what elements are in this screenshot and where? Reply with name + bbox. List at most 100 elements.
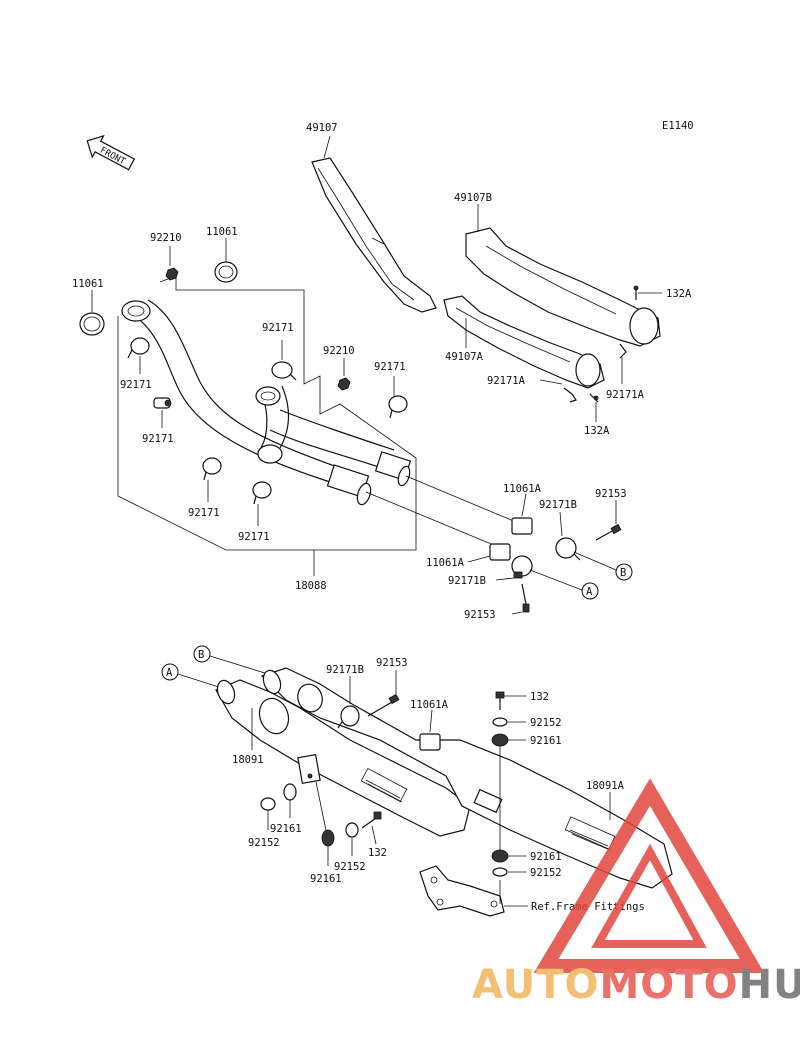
clamp-92171-b xyxy=(153,397,172,409)
svg-text:A: A xyxy=(586,586,593,598)
label-92161-mid: 92161 xyxy=(310,873,342,885)
diagram-code: E1140 xyxy=(662,120,694,132)
clamp-92171B-muffler xyxy=(337,705,360,729)
label-11061A-left: 11061A xyxy=(426,557,465,569)
clamp-92171-f xyxy=(388,395,408,419)
svg-text:A: A xyxy=(166,667,173,679)
label-92171B-top: 92171B xyxy=(539,499,577,511)
callout-B-bottom: B xyxy=(193,645,211,663)
sleeve-11061A-top xyxy=(511,517,533,535)
muffler-18091A xyxy=(260,667,673,889)
callout-A-bottom: A xyxy=(161,663,179,681)
clamp-92171-e xyxy=(271,361,297,381)
screw-132A-top xyxy=(633,285,639,300)
clamp-92171A-right xyxy=(619,343,627,359)
sleeve-11061A-left xyxy=(489,543,511,561)
rubber-92161-right-top xyxy=(491,733,509,747)
label-92152-mid: 92152 xyxy=(334,861,366,873)
label-92171-d: 92171 xyxy=(238,531,270,543)
rubber-92161-right-bottom xyxy=(491,849,509,863)
screw-132A-bottom xyxy=(589,393,599,403)
label-92171-e: 92171 xyxy=(262,322,294,334)
svg-text:AUTOMOTOHUB: AUTOMOTOHUB xyxy=(472,962,800,1008)
front-arrow-icon: FRONT xyxy=(86,134,136,171)
leader-11061A-muffler xyxy=(429,709,433,733)
leader-49107 xyxy=(323,135,331,159)
leader-92153-bottom xyxy=(511,611,523,615)
label-18091A: 18091A xyxy=(586,780,625,792)
label-92171-f: 92171 xyxy=(374,361,406,373)
label-49107: 49107 xyxy=(306,122,338,134)
clamp-92171-d xyxy=(252,481,272,505)
label-92152-left: 92152 xyxy=(248,837,280,849)
callout-B-top: B xyxy=(615,563,633,581)
leader-11061A-top xyxy=(521,493,527,517)
label-92171B-muffler: 92171B xyxy=(326,664,364,676)
washer-92152-left xyxy=(260,797,276,811)
clamp-92171B-top xyxy=(555,537,581,561)
label-11061-left: 11061 xyxy=(72,278,104,290)
label-92161-left: 92161 xyxy=(270,823,302,835)
label-92171A-left: 92171A xyxy=(487,375,526,387)
front-exhaust-pipe xyxy=(121,299,372,506)
rubber-92161-mid xyxy=(321,829,335,847)
washer-92152-right-bottom xyxy=(492,867,508,877)
label-92161-right-bottom: 92161 xyxy=(530,851,562,863)
heat-cover-49107B xyxy=(465,227,661,347)
bolt-92153-muffler xyxy=(367,693,400,717)
leader-92171B-top xyxy=(559,511,563,537)
label-132-top: 132 xyxy=(530,691,549,703)
watermark-moto: MOTO xyxy=(600,962,739,1008)
label-92152-right-bottom: 92152 xyxy=(530,867,562,879)
label-92171-c: 92171 xyxy=(188,507,220,519)
bolt-92153-bottom xyxy=(521,583,530,613)
label-92152-right-top: 92152 xyxy=(530,717,562,729)
bolt-132-bottom xyxy=(361,811,382,829)
washer-92152-right-top xyxy=(492,717,508,727)
heat-cover-49107A xyxy=(443,295,605,389)
watermark-auto: AUTO xyxy=(472,962,600,1008)
label-132-bottom: 132 xyxy=(368,847,387,859)
sleeve-11061A-muffler xyxy=(419,733,441,751)
frame-fitting xyxy=(419,865,505,917)
line-from-B-bottom xyxy=(209,655,269,675)
heat-cover-49107 xyxy=(311,157,437,313)
clamp-92171-a xyxy=(127,337,150,359)
svg-text:B: B xyxy=(620,567,626,579)
bolt-92153-top xyxy=(595,523,622,541)
label-92153-top: 92153 xyxy=(595,488,627,500)
leader-132-bottom xyxy=(371,825,377,845)
leader-92171A-left xyxy=(539,379,563,385)
label-18091: 18091 xyxy=(232,754,264,766)
label-11061A-muffler: 11061A xyxy=(410,699,449,711)
line-to-A-top xyxy=(529,569,583,591)
watermark-hub: HUB xyxy=(739,962,800,1008)
label-49107B: 49107B xyxy=(454,192,492,204)
label-132A-bottom: 132A xyxy=(584,425,610,437)
watermark-logo: AUTOMOTOHUB xyxy=(472,778,800,1008)
svg-text:B: B xyxy=(198,649,204,661)
label-18088: 18088 xyxy=(295,580,327,592)
line-front-to-A xyxy=(365,491,497,547)
bolt-132-top xyxy=(495,691,505,710)
label-92210-mid: 92210 xyxy=(323,345,355,357)
callout-A-top: A xyxy=(581,582,599,600)
label-11061-top: 11061 xyxy=(206,226,238,238)
label-132A-top: 132A xyxy=(666,288,692,300)
label-49107A: 49107A xyxy=(445,351,484,363)
clamp-92171B-left xyxy=(511,555,533,579)
nut-92210-top xyxy=(165,267,179,281)
muffler-bracket-18091A xyxy=(473,788,503,814)
clamp-92171A-left xyxy=(563,387,577,403)
label-92171-b: 92171 xyxy=(142,433,174,445)
gasket-11061-left xyxy=(79,312,105,336)
line-rear-to-B xyxy=(405,475,517,523)
muffler-bracket-18091 xyxy=(297,753,321,785)
rubber-92161-left xyxy=(283,783,297,801)
muffler-18091 xyxy=(215,679,471,837)
washer-92152-mid xyxy=(345,822,359,838)
label-92210-top: 92210 xyxy=(150,232,182,244)
label-92161-right-top: 92161 xyxy=(530,735,562,747)
